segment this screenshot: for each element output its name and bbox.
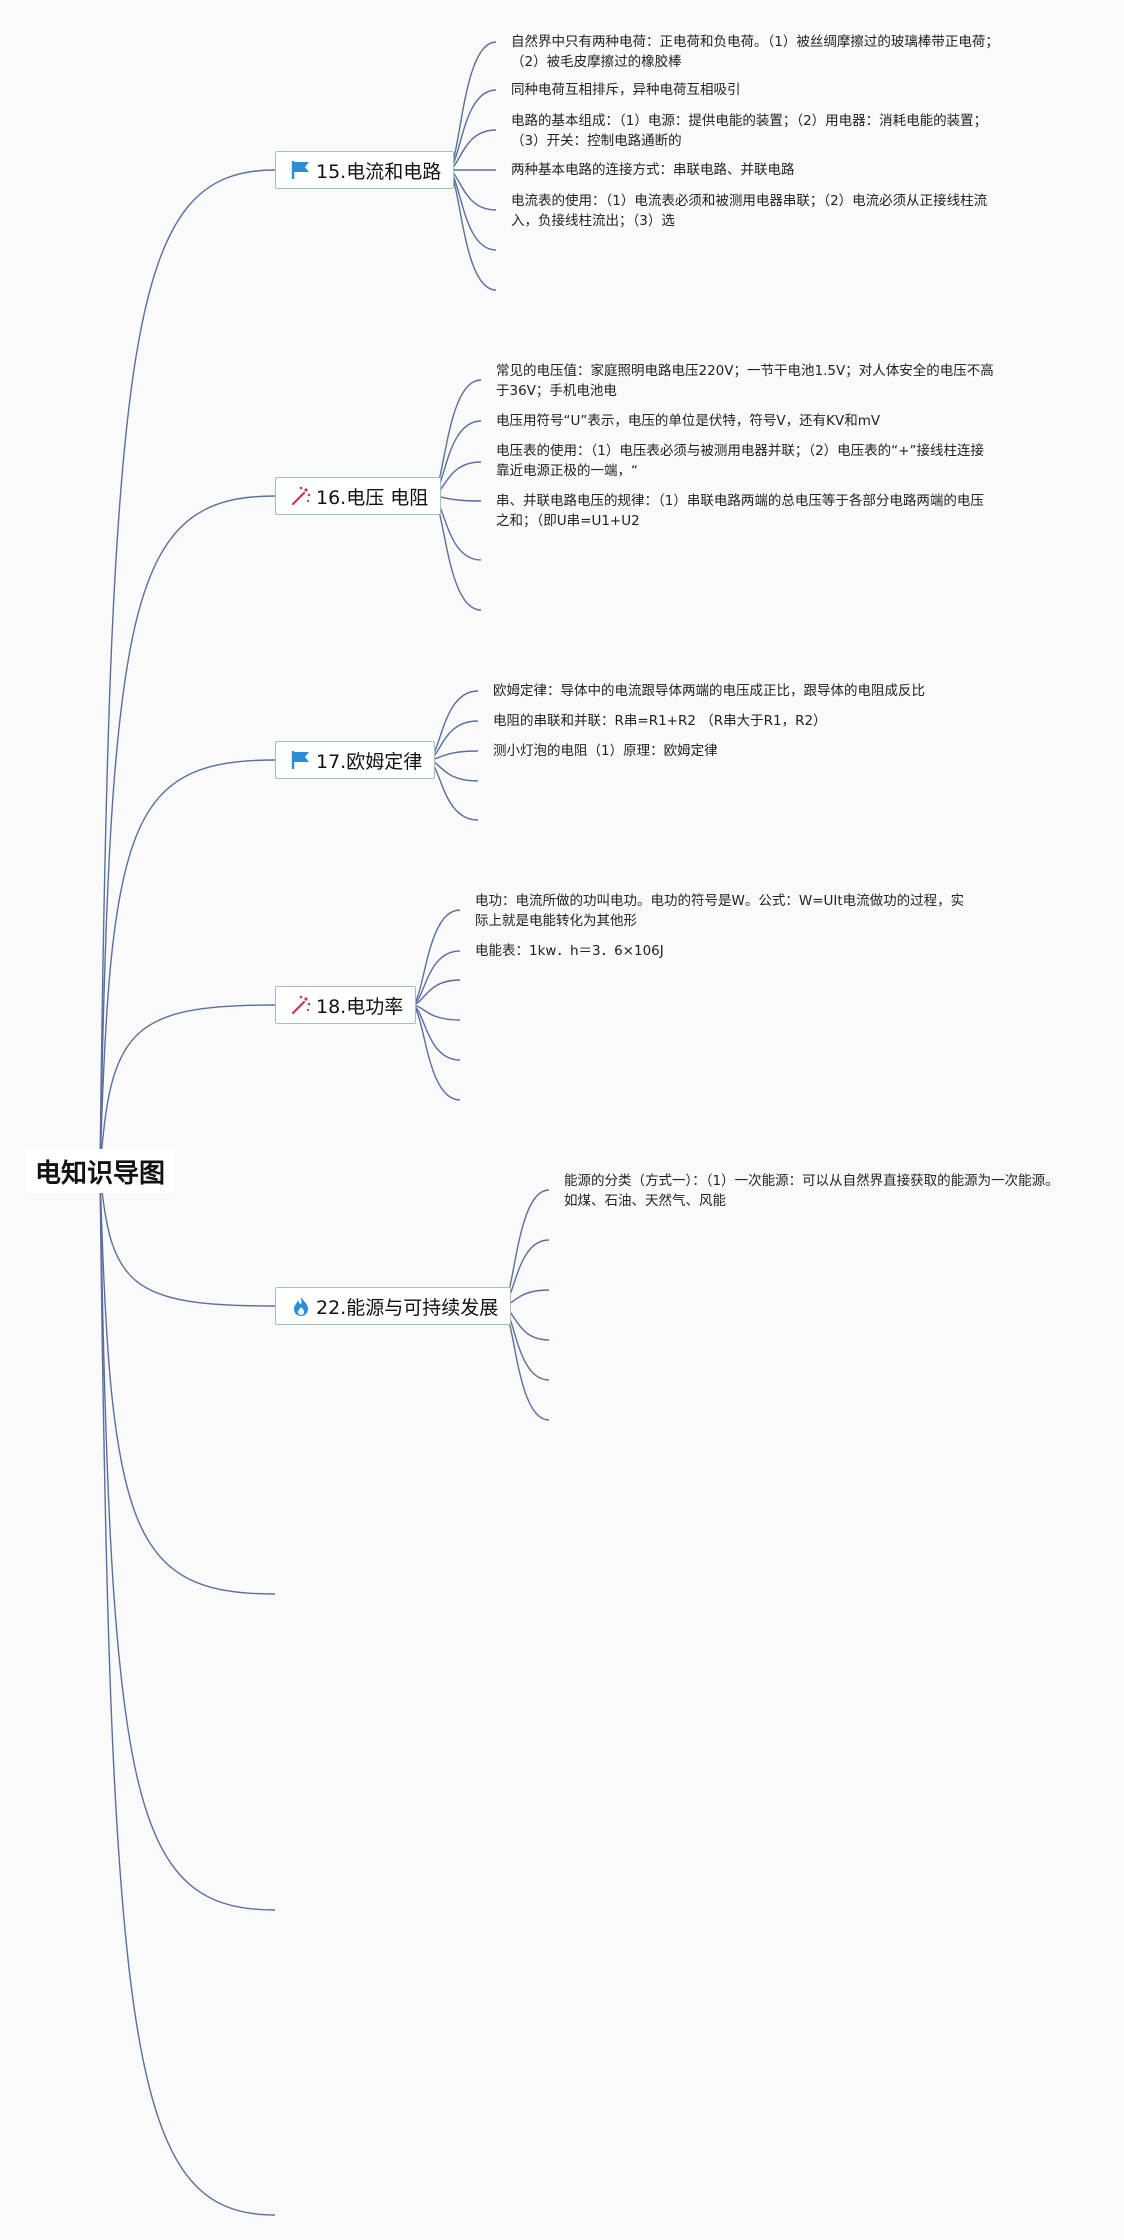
topic-22-energy-sustainable[interactable]: 22.能源与可持续发展 [275, 1287, 512, 1325]
leaf-item[interactable]: 常见的电压值：家庭照明电路电压220V；一节干电池1.5V；对人体安全的电压不高… [496, 363, 994, 399]
root-link-17 [99, 759, 276, 1172]
leaf-item[interactable]: 欧姆定律：导体中的电流跟导体两端的电压成正比，跟导体的电阻成反比 [493, 683, 925, 699]
root-link-empty-3 [99, 1170, 276, 2216]
topic-label: 15.电流和电路 [316, 160, 442, 183]
branch-18-leaf-0 [410, 909, 461, 1006]
branch-18-leaf-4 [410, 1004, 461, 1061]
branch-15-leaf-0 [446, 41, 497, 171]
topic-15-current-and-circuit[interactable]: 15.电流和电路 [275, 151, 455, 189]
root-link-15 [99, 169, 276, 1172]
topic-16-voltage-resistance[interactable]: 16.电压 电阻 [275, 477, 442, 515]
magic-wand-icon [290, 994, 312, 1016]
leaf-item[interactable]: 电流表的使用：（1）电流表必须和被测用电器串联；（2）电流必须从正接线柱流入，负… [511, 193, 988, 229]
branch-18-leaf-1 [410, 950, 461, 1006]
flag-icon [290, 159, 312, 181]
leaf-item[interactable]: 串、并联电路电压的规律：（1）串联电路两端的总电压等于各部分电路两端的电压之和；… [496, 493, 984, 529]
topic-label: 16.电压 电阻 [316, 486, 429, 509]
topic-label: 17.欧姆定律 [316, 750, 423, 773]
leaf-item[interactable]: 电阻的串联和并联：R串=R1+R2 （R串大于R1，R2） [493, 713, 827, 729]
leaf-item[interactable]: 能源的分类（方式一）：（1）一次能源：可以从自然界直接获取的能源为一次能源。如煤… [564, 1173, 1059, 1209]
root-link-18 [99, 1004, 276, 1172]
magic-wand-icon [290, 485, 312, 507]
root-topic-label: 电知识导图 [34, 1158, 165, 1189]
leaf-item[interactable]: 自然界中只有两种电荷：正电荷和负电荷。（1）被丝绸摩擦过的玻璃棒带正电荷；（2）… [511, 34, 999, 70]
root-link-empty-1 [99, 1170, 276, 1595]
leaf-item[interactable]: 电压用符号“U”表示，电压的单位是伏特，符号V，还有KV和mV [496, 413, 881, 429]
topic-label: 18.电功率 [316, 995, 404, 1018]
flame-icon [290, 1295, 312, 1317]
topic-17-ohms-law[interactable]: 17.欧姆定律 [275, 741, 436, 779]
leaf-item[interactable]: 电功：电流所做的功叫电功。电功的符号是W。公式：W=UIt电流做功的过程，实际上… [475, 893, 965, 929]
topic-18-electric-power[interactable]: 18.电功率 [275, 986, 417, 1024]
leaf-item[interactable]: 测小灯泡的电阻（1）原理：欧姆定律 [493, 743, 718, 759]
branch-15-leaf-4 [446, 169, 497, 211]
topic-label: 22.能源与可持续发展 [316, 1296, 499, 1319]
leaf-item[interactable]: 电能表：1kw．h＝3．6×106J [475, 943, 664, 959]
branch-15-leaf-2 [446, 129, 497, 171]
root-link-16 [99, 495, 276, 1172]
leaf-item[interactable]: 同种电荷互相排斥，异种电荷互相吸引 [511, 82, 741, 98]
leaf-item[interactable]: 电压表的使用：（1）电压表必须与被测用电器并联；（2）电压表的“+”接线柱连接靠… [496, 443, 984, 479]
root-link-empty-2 [99, 1170, 276, 1911]
flag-icon [290, 749, 312, 771]
leaf-item[interactable]: 电路的基本组成：（1）电源：提供电能的装置；（2）用电器：消耗电能的装置；（3）… [511, 113, 988, 149]
root-topic[interactable]: 电知识导图 [26, 1149, 174, 1193]
leaf-item[interactable]: 两种基本电路的连接方式：串联电路、并联电路 [511, 162, 795, 178]
root-link-22 [99, 1170, 276, 1307]
